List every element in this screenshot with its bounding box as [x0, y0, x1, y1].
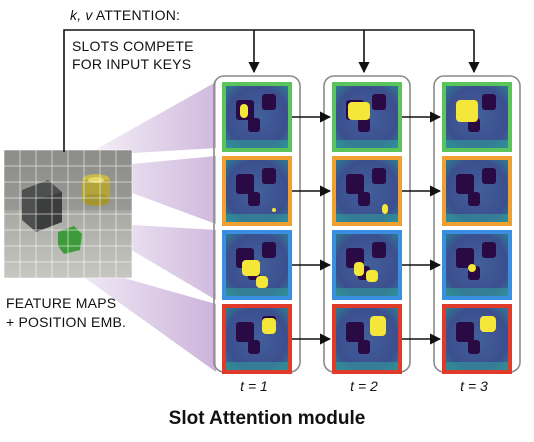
slot-3-attention-map [222, 230, 292, 300]
slot-1-attention-map [332, 82, 402, 152]
input-scene-image [3, 149, 133, 279]
compete-label-line2: FOR INPUT KEYS [72, 56, 192, 72]
compete-label-line1: SLOTS COMPETE [72, 38, 194, 54]
slot-3-attention-map [332, 230, 402, 300]
slot-column-t3 [433, 75, 521, 374]
slot-4-attention-map [332, 304, 402, 374]
feature-label-line1: FEATURE MAPS [6, 295, 117, 311]
green-cube [58, 226, 82, 254]
feature-grid [3, 149, 133, 279]
feature-label-line2: + POSITION EMB. [6, 314, 127, 330]
slot-columns [213, 75, 521, 374]
slot-1-attention-map [442, 82, 512, 152]
diagram-title: Slot Attention module [168, 408, 366, 429]
slot-4-attention-map [442, 304, 512, 374]
attention-connector [63, 29, 480, 152]
time-label-2: t = 2 [350, 378, 378, 394]
kv-attention-label: k, v ATTENTION: [70, 6, 180, 24]
attention-word: ATTENTION: [92, 7, 181, 23]
iteration-arrows [292, 111, 442, 345]
time-label-3: t = 3 [460, 378, 488, 394]
slot-4-attention-map [222, 304, 292, 374]
slot-2-attention-map [332, 156, 402, 226]
slot-2-attention-map [222, 156, 292, 226]
slot-2-attention-map [442, 156, 512, 226]
time-label-1: t = 1 [240, 378, 268, 394]
slot-1-attention-map [222, 82, 292, 152]
slot-column-t2 [323, 75, 411, 374]
slot-3-attention-map [442, 230, 512, 300]
kv-symbols: k, v [70, 7, 93, 23]
slot-column-t1 [213, 75, 301, 374]
